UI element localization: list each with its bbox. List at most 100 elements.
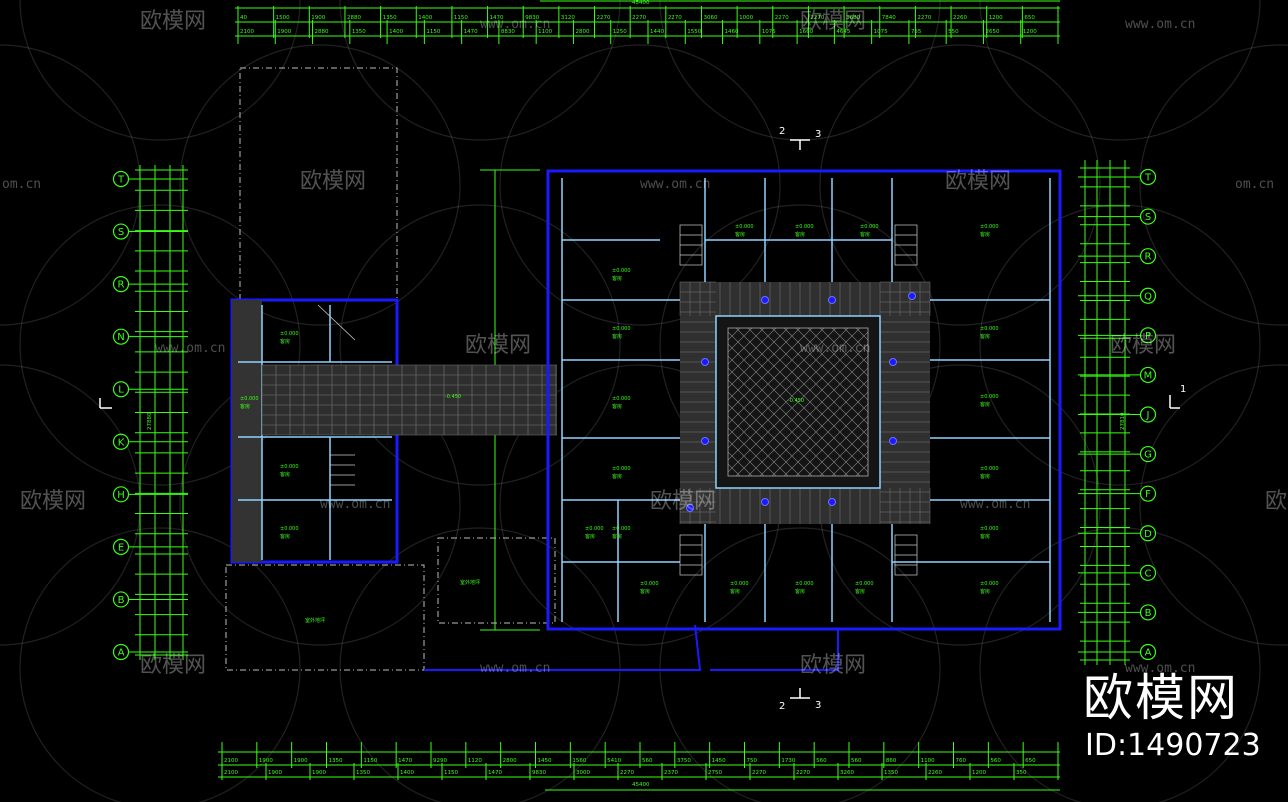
- watermark-url: www.om.cn: [640, 177, 710, 192]
- top-dimension-value: 1900: [311, 15, 325, 21]
- left-total-dimension: 27880: [147, 412, 153, 430]
- bottom-dimension-value: 2750: [708, 770, 722, 776]
- stairs: [679, 224, 918, 576]
- bottom-dimension-value: 650: [1025, 758, 1036, 764]
- courtyard-level: -0.450: [788, 398, 804, 404]
- bottom-dimension-value: 350: [1016, 770, 1027, 776]
- watermark-brand: 欧模网: [1110, 333, 1176, 358]
- axis-bubble: [1139, 445, 1157, 463]
- outdoor-label: 室外地坪: [460, 579, 480, 586]
- top-dimension-value: 1470: [464, 29, 478, 35]
- top-dimension-value: 1150: [454, 15, 468, 21]
- room-name: 客房: [980, 588, 990, 595]
- top-dimension-chain: [235, 0, 1060, 44]
- top-dimension-value: 1200: [989, 15, 1003, 21]
- top-dimension-value: 1460: [725, 29, 739, 35]
- watermark-brand: 欧模网: [650, 489, 716, 514]
- axis-label: T: [117, 175, 125, 186]
- room-name: 客房: [280, 533, 290, 540]
- axis-label: C: [1145, 568, 1152, 579]
- corridor-level: -0.450: [445, 394, 461, 400]
- bottom-dimension-value: 1470: [398, 758, 412, 764]
- watermark-brand: 欧模网: [1265, 489, 1288, 514]
- courtyard-columns: [686, 292, 916, 512]
- axis-label: L: [118, 385, 124, 396]
- top-dimension-value: 7840: [882, 15, 896, 21]
- room-labels: ±0.000客房±0.000客房±0.000客房±0.000客房±0.000客房…: [240, 224, 999, 595]
- axis-bubble: [112, 643, 130, 661]
- axis-label: A: [118, 648, 125, 659]
- right-total-dimension: 27810: [1120, 412, 1126, 430]
- top-dimension-value: 2270: [668, 15, 682, 21]
- bottom-dimension-value: 560: [642, 758, 653, 764]
- room-elevation: ±0.000: [855, 581, 874, 587]
- axis-bubble: [1139, 248, 1157, 265]
- bottom-dimension-value: 1560: [572, 758, 586, 764]
- room-name: 客房: [585, 533, 595, 540]
- room-elevation: ±0.000: [585, 526, 604, 532]
- room-name: 客房: [795, 231, 805, 238]
- top-dimension-value: 9830: [525, 15, 539, 21]
- bottom-dimension-value: 2100: [224, 758, 238, 764]
- site-path: [424, 624, 839, 671]
- axis-label: B: [118, 595, 125, 606]
- room-elevation: ±0.000: [980, 526, 999, 532]
- axis-bubble: [1139, 643, 1157, 661]
- axis-bubble: [1139, 485, 1157, 502]
- top-dimension-value: 1900: [277, 29, 291, 35]
- axis-label: A: [1145, 648, 1152, 659]
- axis-label: S: [1145, 212, 1151, 223]
- bottom-dimension-value: 1900: [294, 758, 308, 764]
- axis-bubble: [112, 381, 130, 398]
- bottom-dimension-value: 9290: [433, 758, 447, 764]
- room-elevation: ±0.000: [980, 466, 999, 472]
- axis-bubble: [112, 591, 130, 608]
- axis-label: Q: [1144, 291, 1152, 302]
- room-elevation: ±0.000: [730, 581, 749, 587]
- room-elevation: ±0.000: [980, 326, 999, 332]
- axis-bubble: [112, 328, 130, 345]
- section-marks: [99, 139, 1180, 699]
- axis-bubble: [1139, 406, 1157, 423]
- room-name: 客房: [612, 473, 622, 480]
- watermark-brand: 欧模网: [140, 9, 206, 34]
- axis-bubble: [1139, 287, 1157, 304]
- bottom-dimension-value: 1350: [356, 770, 370, 776]
- axis-label: P: [1145, 331, 1151, 342]
- room-name: 客房: [612, 275, 622, 282]
- watermark-url: om.cn: [2, 177, 41, 192]
- room-elevation: ±0.000: [980, 581, 999, 587]
- watermark-logos: 欧模网欧模网欧模网欧模网欧模网欧模网欧模网欧模网欧模网欧模网欧模网www.om.…: [2, 9, 1288, 678]
- bottom-dimension-value: 1120: [468, 758, 482, 764]
- room-elevation: ±0.000: [980, 394, 999, 400]
- top-dimension-value: 1075: [874, 29, 888, 35]
- axis-label: M: [1144, 370, 1153, 381]
- watermark-brand: 欧模网: [800, 9, 866, 34]
- room-name: 客房: [860, 231, 870, 238]
- bottom-dimension-value: 750: [747, 758, 758, 764]
- top-dimension-value: 1660: [799, 29, 813, 35]
- top-dimension-value: 3120: [561, 15, 575, 21]
- watermark-brand: 欧模网: [465, 333, 531, 358]
- top-dimension-value: 755: [911, 29, 922, 35]
- top-dimension-value: 1400: [418, 15, 432, 21]
- room-elevation: ±0.000: [612, 326, 631, 332]
- bottom-dimension-value: 3000: [576, 770, 590, 776]
- room-name: 客房: [980, 533, 990, 540]
- bottom-dimension-value: 5410: [607, 758, 621, 764]
- axis-bubble: [1139, 525, 1157, 542]
- bottom-dimension-value: 1150: [444, 770, 458, 776]
- room-name: 客房: [612, 403, 622, 410]
- axis-label: J: [1146, 410, 1150, 421]
- top-dimension-value: 1500: [276, 15, 290, 21]
- left-dimension-chain: [135, 165, 188, 660]
- bottom-dimension-value: 1470: [488, 770, 502, 776]
- axis-label: N: [117, 332, 124, 343]
- bottom-dimension-value: 1100: [921, 758, 935, 764]
- bottom-dimension-value: 860: [886, 758, 897, 764]
- axis-bubble: [1139, 604, 1157, 621]
- top-dimension-value: 3680: [846, 15, 860, 21]
- axis-bubble: [112, 433, 130, 450]
- room-name: 客房: [735, 231, 745, 238]
